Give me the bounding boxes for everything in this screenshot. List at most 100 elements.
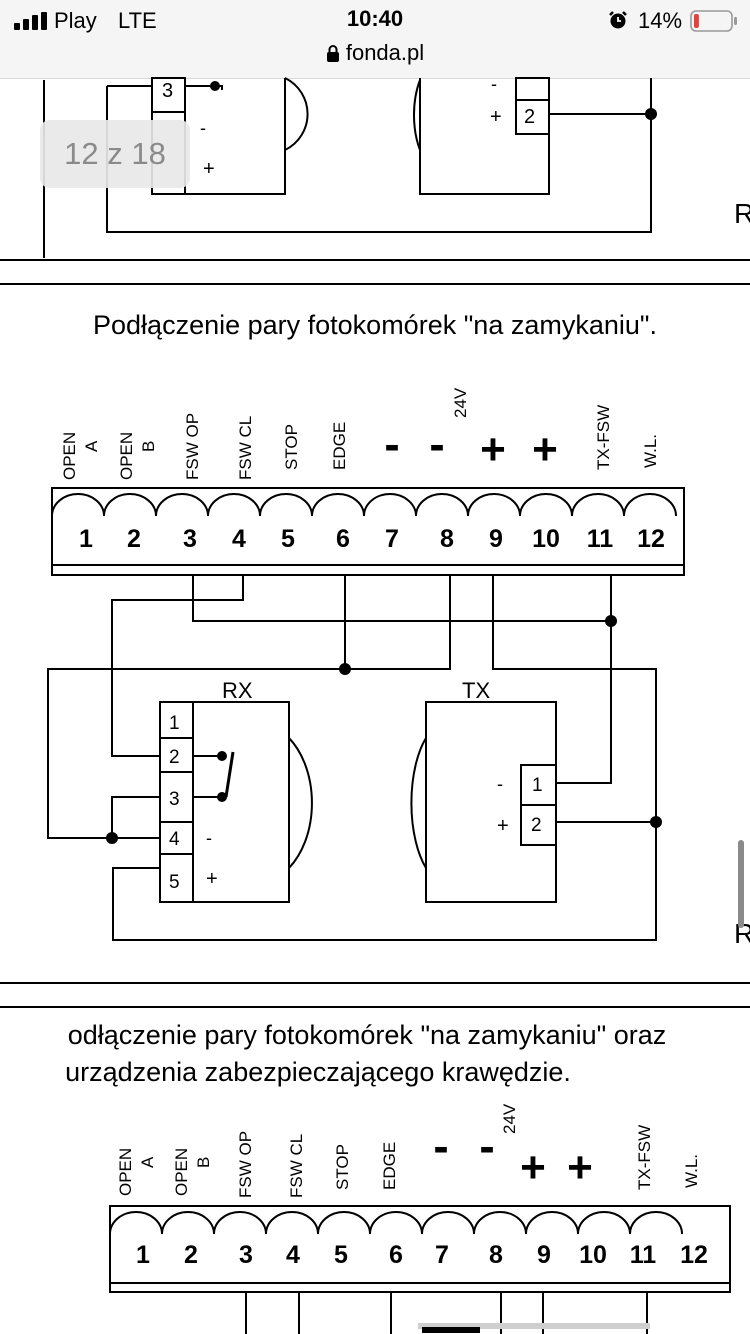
terminal-number: 5 xyxy=(281,525,295,553)
terminal-title-minus: - xyxy=(433,1120,448,1172)
polarity-sign: - xyxy=(200,118,206,138)
diagram-2-caption-line-2: urządzenia zabezpieczającego krawędzie. xyxy=(65,1057,571,1087)
voltage-label: 24V xyxy=(451,387,470,418)
terminal-title-minus: - xyxy=(479,1120,494,1172)
terminal-title: FSW OP xyxy=(183,413,202,480)
terminal-title: STOP xyxy=(282,424,301,470)
rx-pin-number: 1 xyxy=(169,713,180,734)
terminal-title: W.L. xyxy=(641,434,660,468)
rx-labels: RX 1 2 3 4 5 - + xyxy=(169,678,253,893)
terminal-number: 11 xyxy=(587,525,614,553)
terminal-title: EDGE xyxy=(380,1142,399,1190)
terminal-number: 7 xyxy=(435,1241,449,1269)
status-bar: Play LTE 10:40 fonda.pl 14% xyxy=(0,0,750,79)
terminal-title-line: OPEN xyxy=(172,1148,191,1196)
terminal-number: 6 xyxy=(389,1241,403,1269)
tx-plus-sign: + xyxy=(497,815,509,837)
diagram-1-caption: Podłączenie pary fotokomórek "na zamykan… xyxy=(93,310,657,340)
terminal-number: 9 xyxy=(537,1241,551,1269)
terminal-title: W.L. xyxy=(682,1154,701,1188)
carrier-name: Play xyxy=(54,8,97,33)
terminal-number: 11 xyxy=(630,1241,657,1269)
tx-labels: TX 1 2 - + xyxy=(462,678,543,837)
scrollbar[interactable] xyxy=(738,840,744,928)
signal-strength-icon xyxy=(14,12,47,30)
junction-dot xyxy=(217,751,227,761)
terminal-number: 8 xyxy=(440,525,454,553)
junction-dot xyxy=(645,108,657,120)
page-indicator: 12 z 18 xyxy=(40,120,190,188)
terminal-number: 12 xyxy=(637,525,665,553)
polarity-sign: + xyxy=(490,106,502,128)
terminal-title-minus: - xyxy=(429,418,444,470)
terminal-title: FSW OP xyxy=(236,1131,255,1198)
terminal-title: EDGE xyxy=(330,422,349,470)
terminal-number: 4 xyxy=(286,1241,300,1269)
junction-dot xyxy=(605,615,617,627)
terminal-numbers: 1 2 3 4 5 6 7 8 9 10 11 12 xyxy=(136,1241,708,1269)
terminal-title-line: A xyxy=(82,440,101,452)
tx-pin-number: 1 xyxy=(532,775,543,796)
terminal-numbers: 1 2 3 4 5 6 7 8 9 10 11 12 xyxy=(79,525,665,553)
rx-label: RX xyxy=(222,678,253,703)
terminal-title: TX-FSW xyxy=(635,1125,654,1190)
terminal-title-line: OPEN xyxy=(117,432,136,480)
terminal-title-line: B xyxy=(194,1157,213,1168)
terminal-number: 2 xyxy=(184,1241,198,1269)
alarm-clock-icon xyxy=(609,11,627,29)
rx-pin-number: 5 xyxy=(169,872,180,893)
edge-letter: R xyxy=(734,198,750,229)
terminal-title-line: OPEN xyxy=(116,1148,135,1196)
address-bar[interactable]: fonda.pl xyxy=(0,40,750,66)
terminal-number: 5 xyxy=(334,1241,348,1269)
junction-dot xyxy=(106,832,118,844)
terminal-number: 10 xyxy=(579,1241,607,1269)
url-text: fonda.pl xyxy=(345,40,425,65)
battery-icon xyxy=(690,10,737,32)
rx-pin-number: 3 xyxy=(169,789,180,810)
polarity-titles: - - + + xyxy=(433,1120,593,1192)
tx-minus-sign: - xyxy=(497,774,503,794)
terminal-title-plus: + xyxy=(520,1143,546,1192)
terminal-pin-number: 3 xyxy=(162,80,174,102)
tx-label: TX xyxy=(462,678,490,703)
polarity-sign: + xyxy=(203,158,215,180)
terminal-title-plus: + xyxy=(532,425,558,474)
diagram-2-lines xyxy=(109,1205,731,1334)
voltage-label: 24V xyxy=(500,1103,519,1134)
terminal-number: 4 xyxy=(232,525,246,553)
terminal-title-plus: + xyxy=(480,425,506,474)
terminal-number: 3 xyxy=(183,525,197,553)
terminal-pin-number: 2 xyxy=(524,106,536,128)
rx-minus-sign: - xyxy=(206,828,212,848)
terminal-number: 2 xyxy=(127,525,141,553)
terminal-number: 8 xyxy=(489,1241,503,1269)
diagram-2-caption-line-1: odłączenie pary fotokomórek "na zamykani… xyxy=(67,1020,667,1050)
terminal-title: FSW CL xyxy=(236,416,255,480)
terminal-number: 10 xyxy=(532,525,560,553)
tx-pin-number: 2 xyxy=(531,815,542,836)
terminal-number: 6 xyxy=(336,525,350,553)
terminal-number: 1 xyxy=(79,525,93,553)
terminal-title: FSW CL xyxy=(287,1134,306,1198)
terminal-title-line: A xyxy=(138,1156,157,1168)
terminal-number: 9 xyxy=(489,525,503,553)
battery-percentage: 14% xyxy=(638,8,683,33)
terminal-title-minus: - xyxy=(384,418,399,470)
junction-dot xyxy=(210,81,220,91)
polarity-sign: - xyxy=(491,74,497,94)
terminal-title-line: OPEN xyxy=(60,432,79,480)
terminal-title: TX-FSW xyxy=(594,405,613,470)
rx-plus-sign: + xyxy=(206,868,218,890)
rx-pin-number: 2 xyxy=(169,747,180,768)
terminal-number: 1 xyxy=(136,1241,150,1269)
lock-icon xyxy=(326,45,339,62)
terminal-title: STOP xyxy=(333,1144,352,1190)
